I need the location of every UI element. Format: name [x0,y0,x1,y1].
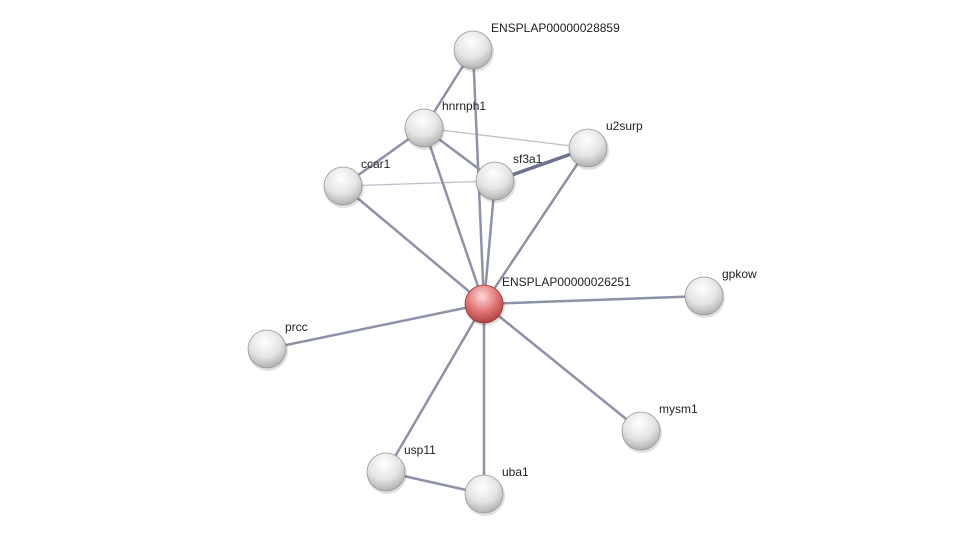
node-label: ENSPLAP00000028859 [491,21,620,35]
node-ccar1[interactable]: ccar1 [323,157,391,208]
node-label: usp11 [404,443,436,457]
node-uba1[interactable]: uba1 [464,465,529,516]
node-sphere[interactable] [366,452,406,492]
node-sphere[interactable] [464,284,504,324]
node-label: gpkow [722,267,757,281]
node-sphere[interactable] [621,411,661,451]
node-gpkow[interactable]: gpkow [684,267,757,318]
edge-center-ccar1[interactable] [342,185,485,305]
node-center[interactable]: ENSPLAP00000026251 [464,275,631,326]
node-sphere[interactable] [464,474,504,514]
node-sphere[interactable] [247,329,287,369]
node-label: hnrnph1 [442,99,486,113]
node-label: prcc [285,320,308,334]
edge-center-u2surp[interactable] [482,147,590,305]
edge-center-gpkow[interactable] [483,294,705,306]
node-sphere[interactable] [453,30,493,70]
node-sf3a1[interactable]: sf3a1 [475,152,543,203]
node-n28859[interactable]: ENSPLAP00000028859 [453,21,620,72]
edge-center-prcc[interactable] [266,302,485,351]
edge-center-usp11[interactable] [384,303,486,473]
edge-center-sf3a1[interactable] [482,180,497,305]
edge-ccar1-sf3a1[interactable] [342,180,496,187]
node-sphere[interactable] [475,161,515,201]
node-sphere[interactable] [684,276,724,316]
node-sphere[interactable] [323,166,363,206]
node-hnrnph1[interactable]: hnrnph1 [404,99,486,150]
node-label: ccar1 [361,157,391,171]
node-label: uba1 [502,465,529,479]
node-label: mysm1 [659,402,698,416]
node-label: sf3a1 [513,152,543,166]
edge-center-mysm1[interactable] [483,303,642,432]
node-sphere[interactable] [568,128,608,168]
edge-center-hnrnph1[interactable] [422,127,486,305]
node-usp11[interactable]: usp11 [366,443,436,494]
node-sphere[interactable] [404,108,444,148]
node-label: u2surp [606,119,643,133]
node-label: ENSPLAP00000026251 [502,275,631,289]
node-prcc[interactable]: prcc [247,320,308,371]
node-u2surp[interactable]: u2surp [568,119,643,170]
node-mysm1[interactable]: mysm1 [621,402,698,453]
edge-hnrnph1-u2surp[interactable] [423,127,589,149]
